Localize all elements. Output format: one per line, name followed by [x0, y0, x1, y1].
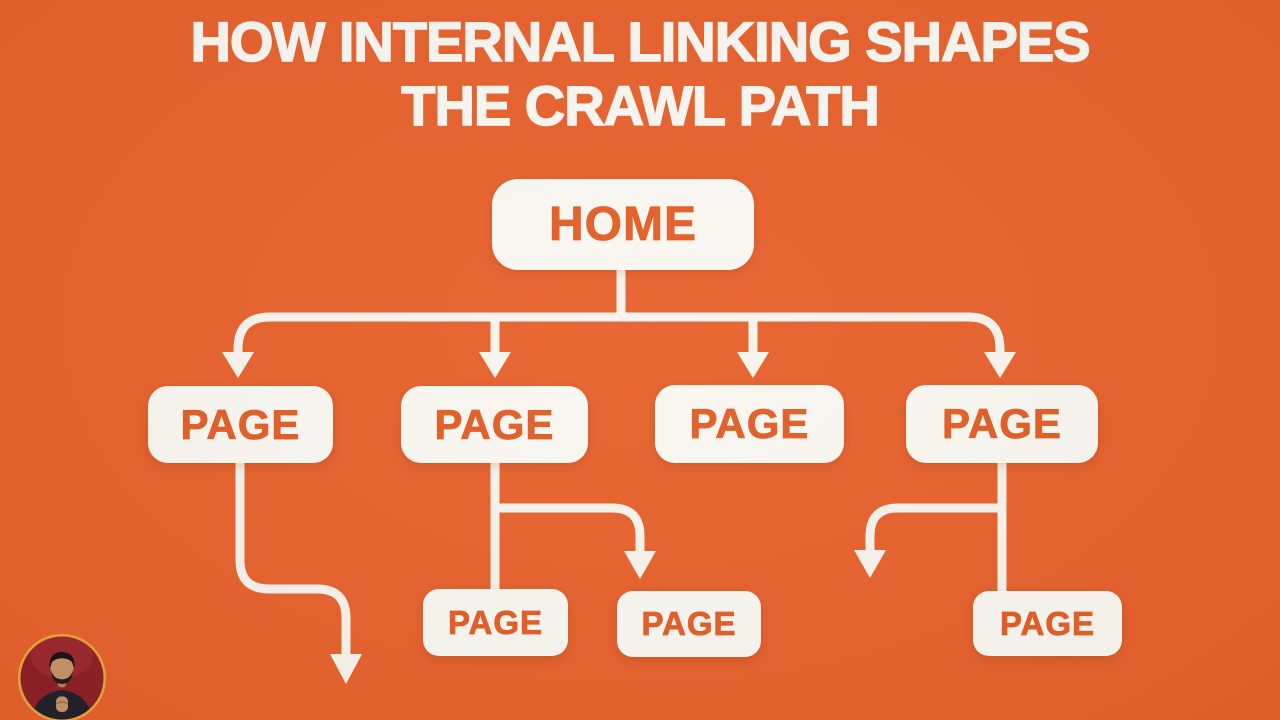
- node-page-1-label: PAGE: [180, 400, 301, 448]
- arrowhead-page6: [624, 551, 656, 579]
- avatar-hair: [49, 651, 75, 667]
- node-page-2: PAGE: [401, 386, 588, 463]
- node-page-5: PAGE: [423, 589, 568, 656]
- avatar-face: [50, 655, 74, 683]
- title-line-1: HOW INTERNAL LINKING SHAPES: [190, 9, 1092, 74]
- edge-page4-dangling: [865, 503, 1002, 552]
- arrowhead-page1-dangling: [330, 654, 362, 684]
- edge-home-branch-bar: [233, 312, 1005, 355]
- node-home: HOME: [492, 179, 754, 270]
- node-page-2-label: PAGE: [434, 400, 555, 448]
- edge-page1-dangling: [235, 460, 351, 657]
- arrowhead-page4-dangling: [854, 550, 886, 578]
- node-page-7: PAGE: [973, 591, 1122, 656]
- avatar-beard: [50, 669, 74, 684]
- avatar-hands: [56, 696, 68, 713]
- node-page-5-label: PAGE: [447, 603, 544, 641]
- node-home-label: HOME: [549, 198, 697, 252]
- node-page-3: PAGE: [655, 385, 844, 463]
- arrowhead-page1: [222, 352, 254, 378]
- title-line-2: THE CRAWL PATH: [400, 73, 880, 138]
- node-page-4-label: PAGE: [942, 400, 1062, 448]
- arrowhead-page3: [737, 352, 769, 378]
- arrowhead-page4: [984, 352, 1016, 378]
- node-page-3-label: PAGE: [689, 400, 810, 448]
- node-page-7-label: PAGE: [999, 604, 1096, 642]
- presenter-avatar: [17, 633, 107, 720]
- node-page-6-label: PAGE: [641, 605, 737, 643]
- node-page-4: PAGE: [906, 385, 1098, 463]
- node-page-6: PAGE: [617, 591, 761, 657]
- arrowhead-page2: [479, 352, 511, 378]
- page-title: HOW INTERNAL LINKING SHAPES THE CRAWL PA…: [0, 9, 1280, 138]
- avatar-ring: [17, 633, 107, 720]
- node-page-1: PAGE: [148, 386, 333, 463]
- edge-page2-page6: [495, 503, 645, 553]
